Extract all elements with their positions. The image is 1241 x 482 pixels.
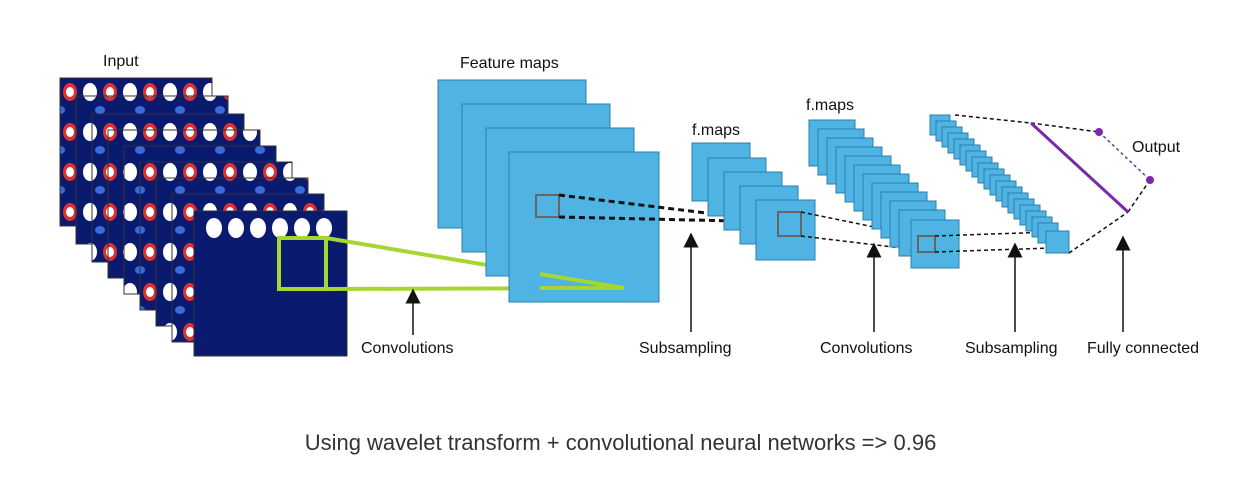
output-node <box>1146 176 1154 184</box>
fully-connected-label: Fully connected <box>1087 340 1199 357</box>
subsampled-2-stack <box>929 114 1070 254</box>
fmaps-subsampled-stack <box>691 142 816 261</box>
fmaps-2-label: f.maps <box>806 97 854 114</box>
subsampling-1-label: Subsampling <box>639 340 732 357</box>
fully-connected-layer <box>954 114 1154 254</box>
kernel-window <box>535 194 560 218</box>
convolutions-2-label: Convolutions <box>820 340 913 357</box>
fc-vector-line <box>1029 121 1130 214</box>
feature-maps-label: Feature maps <box>460 55 559 72</box>
convolutions-1-label: Convolutions <box>361 340 454 357</box>
feature-maps-stack <box>437 79 660 303</box>
input-label: Input <box>103 53 139 70</box>
figure-caption: Using wavelet transform + convolutional … <box>304 430 937 455</box>
output-label: Output <box>1132 139 1181 156</box>
fmaps-1-label: f.maps <box>692 122 740 139</box>
output-node <box>1095 128 1103 136</box>
fmaps-conv2-stack <box>808 119 960 269</box>
stage-arrows <box>405 232 1131 335</box>
subsampling-2-label: Subsampling <box>965 340 1058 357</box>
input-stack <box>59 77 348 357</box>
